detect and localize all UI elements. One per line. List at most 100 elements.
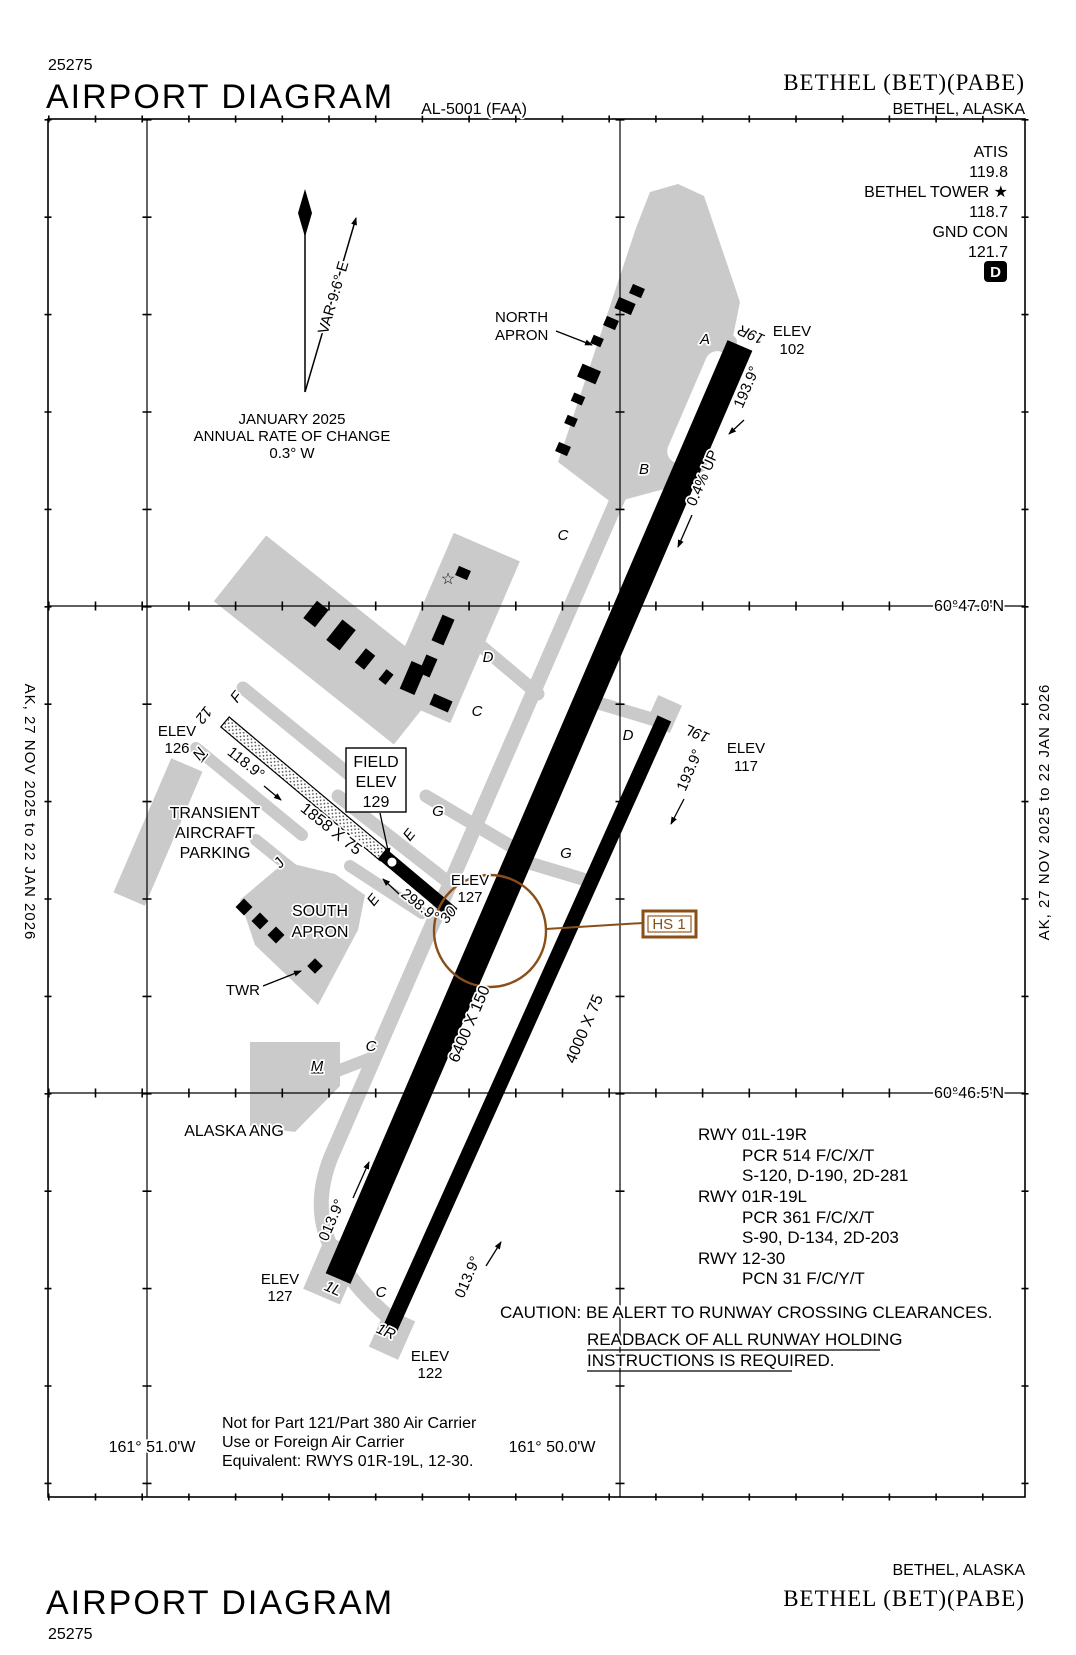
north-apron-label-1: NORTH [495,309,548,326]
tower-label: TWR [226,982,260,999]
taxiway-label-B: B [639,461,649,478]
atis-freq: 119.8 [969,164,1008,181]
graticule-layer [44,115,1029,1501]
longitude-label-right: 161° 50.0'W [509,1439,597,1456]
hotspot-circle [432,873,548,989]
building [267,926,285,944]
taxiway-d-east-segment [588,695,669,729]
annual-rate-label: ANNUAL RATE OF CHANGE [194,428,391,445]
south-apron-label-1: SOUTH [292,903,348,920]
building [564,414,578,428]
hotspot-label: HS 1 [652,916,685,933]
building [251,912,269,930]
note-line-1: Not for Part 121/Part 380 Air Carrier [222,1415,477,1432]
hotspot-group: HS 1 [432,873,698,989]
taxiway-label-M: M [311,1058,324,1075]
transient-parking-shape [113,758,203,906]
building [418,654,438,678]
info-rwy1: RWY 01L-19R [698,1125,807,1144]
alaska-ang-label: ALASKA ANG [184,1123,284,1140]
magnetic-variation-arrow [304,217,357,393]
taxiway-e2-segment [344,860,428,919]
taxiway-d-west-segment [455,623,545,701]
transient-label-3: PARKING [180,845,251,862]
taxiway-label-C: C [472,703,483,720]
building [555,441,571,457]
bearing-arrow-19l [670,798,685,825]
hotspot-box-inner [647,915,692,933]
info-rwy2-pcr: PCR 361 F/C/X/T [742,1208,874,1227]
building [235,898,253,916]
slope-arrow [677,514,693,548]
tower-leader [262,970,302,987]
building [399,661,427,695]
south-apron-label-2: APRON [292,924,349,941]
tower-freq: 118.7 [969,204,1008,221]
ground-freq: 121.7 [968,244,1008,261]
runway-12-30 [219,716,458,919]
caution-block: CAUTION: BE ALERT TO RUNWAY CROSSING CLE… [498,1301,994,1372]
note-block: Not for Part 121/Part 380 Air Carrier Us… [220,1413,479,1472]
beacon-star-icon: ☆ [441,571,455,588]
taxiway-b-segment [621,461,681,487]
taxiway-f-segment [236,681,369,792]
elev-30-value: 127 [457,889,482,906]
north-apron-label-2: APRON [495,327,548,344]
footer-block: AIRPORT DIAGRAM 25275 BETHEL, ALASKA BET… [44,1560,1027,1645]
taxiway-g-east-segment [519,855,593,887]
ground-label: GND CON [932,224,1008,241]
airport-city-bottom: BETHEL, ALASKA [892,1562,1025,1579]
runway-01l-19r [325,340,753,1284]
taxiway-label-D: D [483,649,494,666]
building [570,392,586,406]
info-rwy2-codes: S-90, D-134, 2D-203 [742,1228,899,1247]
caution-line-3: INSTRUCTIONS IS REQUIRED. [587,1351,834,1370]
annotation-arrows [262,330,745,1267]
caution-line-1: CAUTION: BE ALERT TO RUNWAY CROSSING CLE… [500,1303,993,1322]
datis-letter: D [990,264,1001,281]
elev-12-label: ELEV [158,723,196,740]
latitude-label-top: 60°47.0'N [934,598,1004,615]
facility-labels: NORTH APRON TRANSIENT AIRCRAFT PARKING S… [168,307,550,1142]
elev-30-label: ELEV [451,872,489,889]
hotspot-box [641,909,698,939]
field-elev-value: 129 [363,794,390,811]
elev-19r-value: 102 [779,341,804,358]
building [590,334,604,348]
taxiway-g-west-segment [419,789,521,855]
taxiway-c-segment [313,412,660,1333]
margin-date-right: AK, 27 NOV 2025 to 22 JAN 2026 [1036,684,1053,941]
field-elev-leader [379,812,391,856]
elev-1l-value: 127 [267,1288,292,1305]
taxiway-label-D: D [623,727,634,744]
building [378,669,394,685]
atis-label: ATIS [974,144,1008,161]
longitude-label-left: 161° 51.0'W [109,1439,197,1456]
runway-01r-19l [382,715,672,1333]
airport-city-top: BETHEL, ALASKA [892,101,1025,118]
elev-12-value: 126 [164,740,189,757]
transient-label-2: AIRCRAFT [175,825,255,842]
taxiway-m-segment [272,1050,382,1100]
taxiway-label-C: C [558,527,569,544]
transient-label-1: TRANSIENT [170,805,261,822]
airport-name-bottom: BETHEL (BET)(PABE) [783,1586,1025,1611]
header-block: 25275 AIRPORT DIAGRAM AL-5001 (FAA) BETH… [44,55,1027,120]
field-elev-line1: FIELD [353,754,398,771]
info-rwy3-pcn: PCN 31 F/C/Y/T [742,1269,865,1288]
taxiway-j-segment [250,834,340,909]
building [354,648,376,670]
margin-date-left: AK, 27 NOV 2025 to 22 JAN 2026 [21,684,38,941]
taxiway-a-segment [693,317,737,349]
chart-id: AL-5001 (FAA) [421,101,527,118]
field-elev-box-group: FIELD ELEV 129 [345,747,407,813]
variation-date: JANUARY 2025 [238,411,345,428]
elev-1r-label: ELEV [411,1348,449,1365]
comms-block: ATIS 119.8 BETHEL TOWER ★ 118.7 GND CON … [862,142,1009,263]
field-elev-box [345,747,407,813]
field-elev-line2: ELEV [356,774,397,791]
taxiway-label-C: C [376,1284,387,1301]
grid-labels: 60°47.0'N 60°46.5'N 161° 51.0'W 161° 50.… [107,596,1006,1458]
building [303,600,329,628]
page-title-top: AIRPORT DIAGRAM [46,78,394,116]
